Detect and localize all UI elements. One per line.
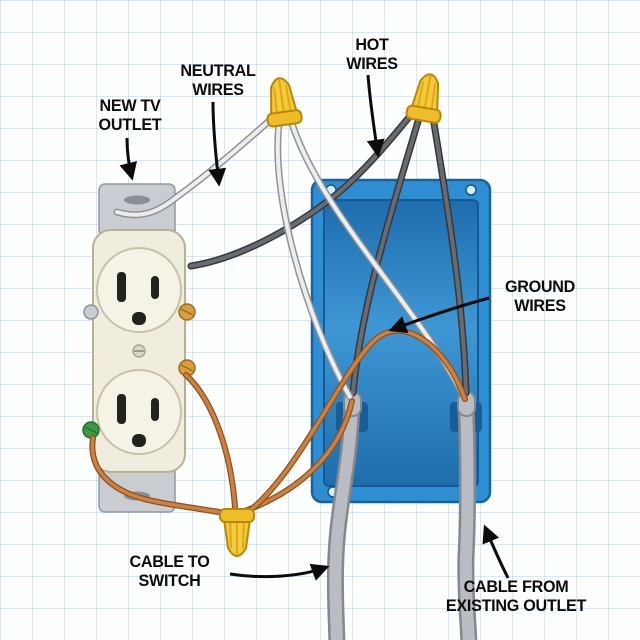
neutral-slot [117, 272, 126, 302]
neutral-slot [117, 394, 126, 424]
hot-slot [151, 398, 159, 421]
label-line: CABLE FROM [463, 577, 569, 596]
silver-terminal-screw [83, 304, 99, 320]
arrow-neutral-wires [208, 101, 227, 187]
arrow-cable-from-existing-outlet [482, 524, 510, 579]
outlet-socket-bottom [96, 369, 182, 455]
arrow-hot-wires [366, 74, 385, 158]
ground-wires [89, 327, 468, 518]
label-line: NEUTRAL [180, 61, 256, 80]
label-line: CABLE TO [129, 552, 210, 571]
tv-outlet [82, 183, 196, 513]
ground-hole [132, 434, 146, 447]
label-line: OUTLET [98, 115, 162, 135]
box-screw-hole [465, 184, 477, 196]
label-cable-from-existing-outlet: CABLE FROM EXISTING OUTLET [425, 577, 607, 615]
label-line: NEW TV [99, 96, 161, 115]
wire-nut-hot [405, 73, 442, 124]
label-line: SWITCH [138, 571, 201, 591]
label-cable-to-switch: CABLE TO SWITCH [115, 552, 224, 590]
label-line: HOT [355, 35, 389, 54]
wire-nut-neutral [266, 77, 303, 128]
label-hot-wires: HOT WIRES [329, 35, 415, 73]
arrow-cable-to-switch [229, 563, 330, 581]
label-line: WIRES [346, 54, 398, 74]
outlet-socket-top [96, 247, 182, 333]
label-neutral-wires: NEUTRAL WIRES [165, 61, 271, 99]
label-line: GROUND [504, 277, 576, 296]
label-ground-wires: GROUND WIRES [491, 277, 590, 315]
hot-slot [151, 276, 159, 299]
label-line: WIRES [514, 296, 566, 316]
label-line: EXISTING OUTLET [445, 596, 587, 616]
wire-nut-ground [219, 508, 255, 557]
arrow-new-tv-outlet [119, 137, 138, 181]
ground-hole [132, 312, 146, 325]
label-new-tv-outlet: NEW TV OUTLET [75, 96, 185, 134]
label-line: WIRES [192, 80, 244, 100]
arrow-ground-wires [388, 296, 490, 334]
